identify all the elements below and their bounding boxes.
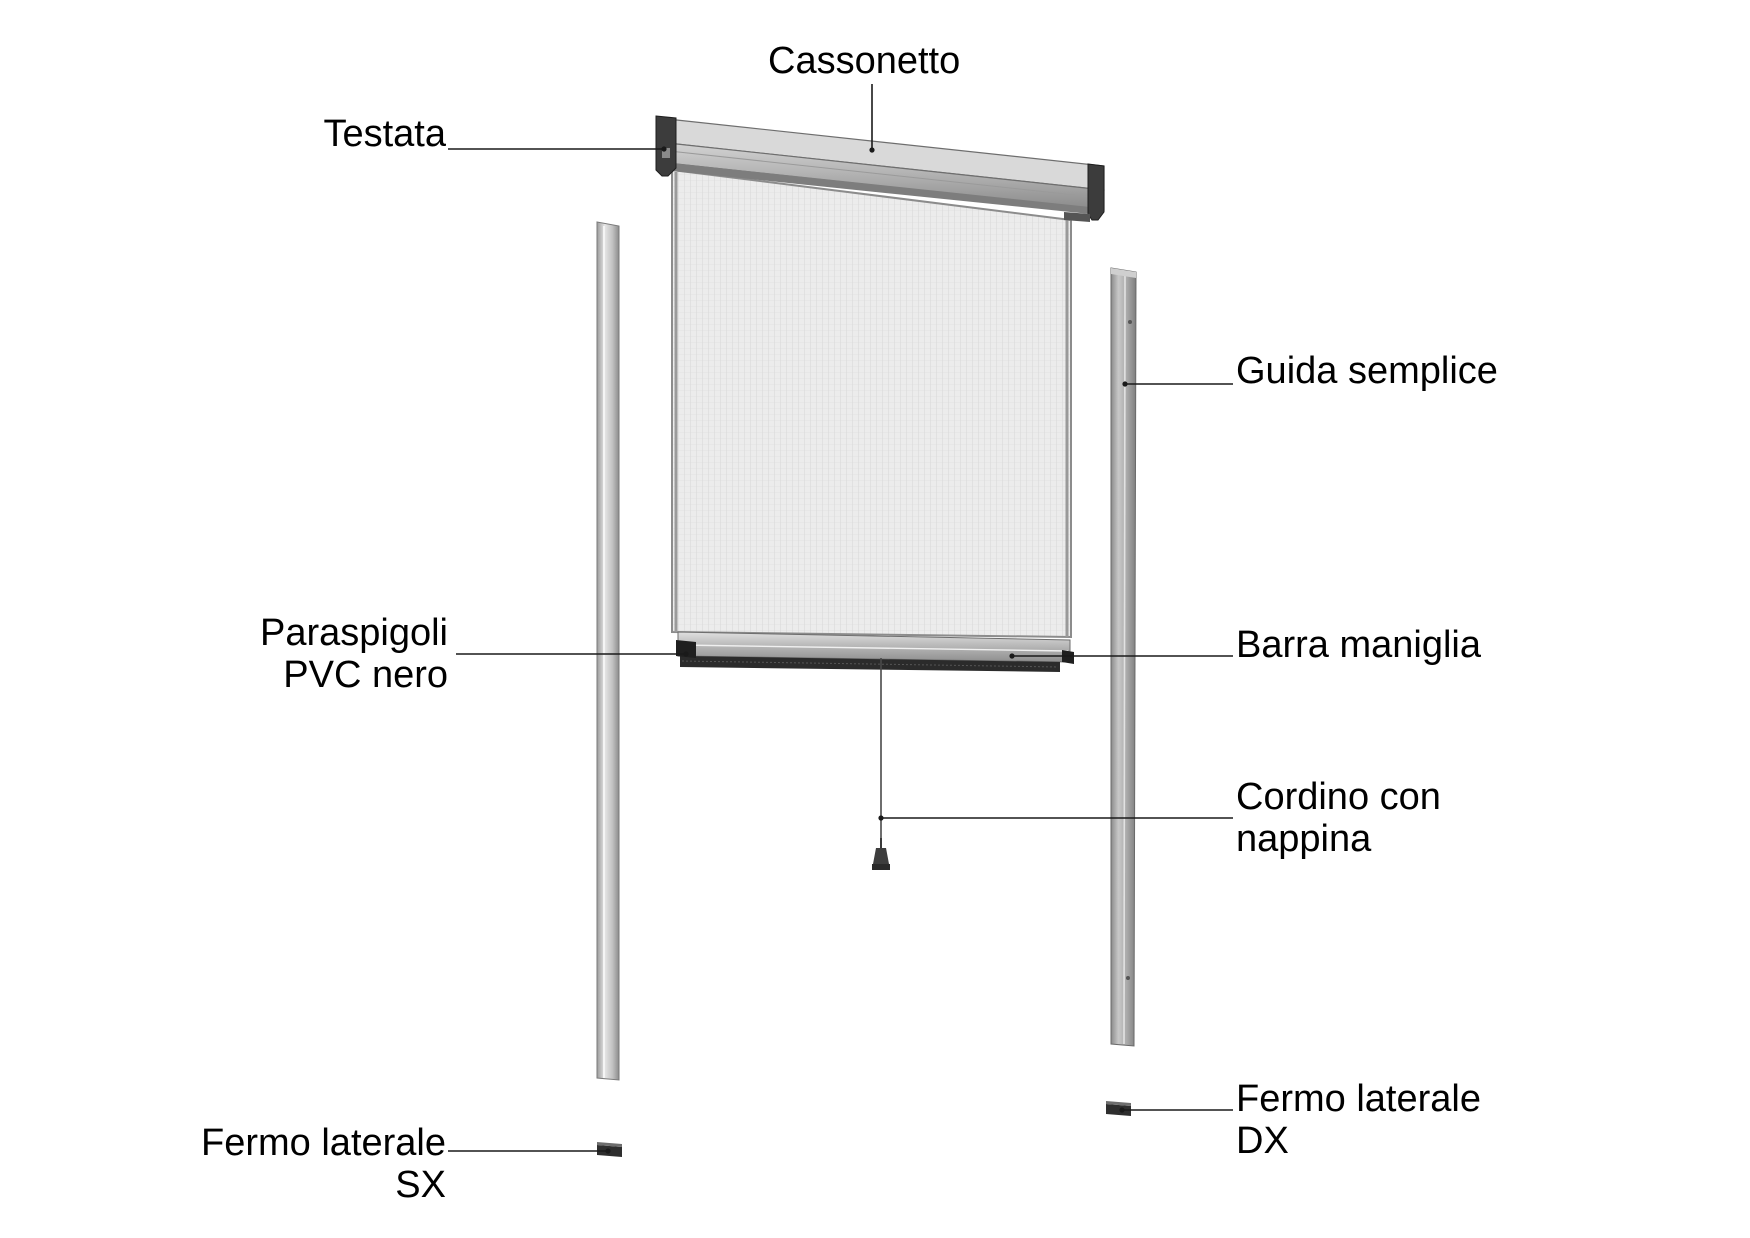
label-fermo-laterale-dx: Fermo laterale DX <box>1236 1078 1481 1162</box>
handle-bar <box>676 631 1074 672</box>
right-guide-rail <box>1110 267 1137 1047</box>
cord-with-tassel <box>872 658 890 870</box>
leader-dot-barra <box>1009 653 1015 659</box>
label-cassonetto: Cassonetto <box>768 40 961 82</box>
roller-screen <box>655 115 1105 870</box>
leader-dot-cordino <box>878 815 884 821</box>
cassonetto-box <box>657 117 1105 214</box>
leader-dot-fermo-dx <box>1119 1107 1125 1113</box>
leader-dot-testata <box>661 146 667 152</box>
label-paraspigoli: Paraspigoli PVC nero <box>260 612 448 696</box>
label-cordino-con-nappina: Cordino con nappina <box>1236 776 1441 860</box>
label-fermo-laterale-sx: Fermo laterale SX <box>201 1122 446 1206</box>
leader-dot-paraspigoli <box>683 651 689 657</box>
label-guida-semplice: Guida semplice <box>1236 350 1498 392</box>
corner-guard-right <box>1062 650 1074 664</box>
testata-left-cap <box>655 115 677 177</box>
label-testata: Testata <box>323 113 446 155</box>
left-guide-rail <box>596 221 620 1081</box>
label-barra-maniglia: Barra maniglia <box>1236 624 1481 666</box>
fermo-laterale-dx <box>1106 1101 1131 1116</box>
testata-right-cap <box>1064 163 1105 222</box>
leader-dot-cassonetto <box>869 147 875 153</box>
leader-dot-fermo-sx <box>605 1148 611 1154</box>
leader-lines <box>448 84 1233 1154</box>
leader-dot-guida <box>1122 381 1128 387</box>
mesh-panel <box>671 168 1072 639</box>
